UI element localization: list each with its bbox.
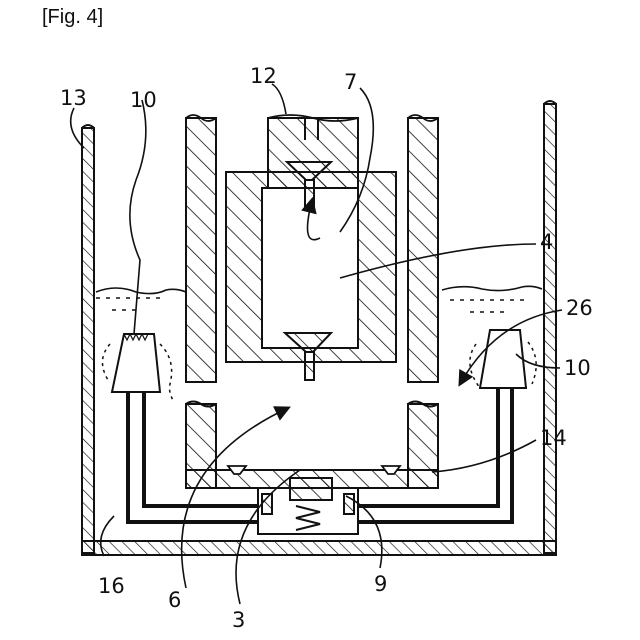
reference-16: 16 xyxy=(98,576,125,597)
inner-wall-right-upper xyxy=(408,118,438,382)
reference-4: 4 xyxy=(540,232,553,253)
reference-12: 12 xyxy=(250,66,277,87)
reference-14: 14 xyxy=(540,428,567,449)
reference-13: 13 xyxy=(60,88,87,109)
inner-wall-left-upper xyxy=(186,118,216,382)
nozzle-left xyxy=(112,334,160,392)
reference-9: 9 xyxy=(374,574,387,595)
reference-10-right: 10 xyxy=(564,358,591,379)
reference-26: 26 xyxy=(566,298,593,319)
reference-3: 3 xyxy=(232,610,245,631)
reference-10-left: 10 xyxy=(130,90,157,111)
reference-6: 6 xyxy=(168,590,181,611)
reference-7: 7 xyxy=(344,72,357,93)
nozzle-right xyxy=(480,330,526,388)
